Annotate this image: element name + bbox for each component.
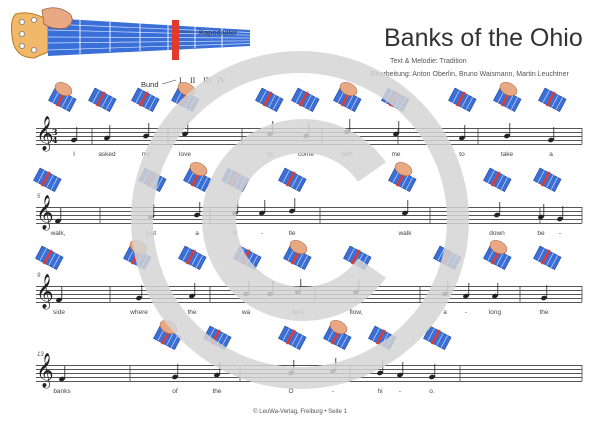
chord-fretboard-icon: [493, 82, 522, 112]
capo-bar: [172, 20, 179, 60]
chord-fretboard-icon: [483, 167, 512, 192]
lyric-syllable: a: [443, 309, 447, 316]
page-footer: © LeuWa-Verlag, Freiburg • Seite 1: [253, 409, 347, 415]
lyric-syllable: to: [267, 151, 273, 158]
lyric-syllable: ters: [292, 309, 304, 316]
chord-fretboard-icon: [35, 245, 64, 270]
lyric-syllable: O: [288, 388, 294, 395]
lyric-syllable: me: [391, 151, 401, 158]
note-head: [557, 216, 563, 222]
lyric-syllable: -: [260, 230, 264, 237]
chord-fretboard-icon: [483, 240, 512, 270]
lyric-syllable: long: [488, 309, 502, 316]
chord-fretboard-icon: [48, 82, 77, 112]
note-head: [59, 376, 65, 382]
note-head: [494, 212, 500, 218]
lyric-syllable: the: [212, 388, 222, 395]
treble-clef-icon: 𝄞: [36, 195, 54, 230]
lyric-syllable: with: [341, 151, 353, 158]
lyric-syllable: be: [537, 230, 545, 237]
treble-clef-icon: 𝄞: [36, 116, 54, 151]
treble-clef-icon: 𝄞: [36, 274, 54, 309]
chord-fretboard-icon: [33, 167, 62, 192]
lyric-syllable: walk,: [50, 230, 66, 237]
chord-fretboard-icon: [533, 245, 562, 270]
note-head: [504, 133, 510, 139]
lyric-syllable: wa: [241, 309, 251, 316]
capo-diagram: [11, 7, 251, 85]
lyric-syllable: -: [398, 388, 402, 395]
finger-hand-icon: [499, 82, 518, 97]
lyric-syllable: of: [172, 388, 178, 395]
lyric-syllable: the: [187, 309, 197, 316]
lyric-syllable: love: [179, 151, 191, 158]
lyric-syllable: -: [331, 388, 335, 395]
lyric-syllable: flow,: [349, 309, 363, 316]
lyric-syllable: where: [130, 309, 148, 316]
lyric-syllable: down: [489, 230, 505, 237]
hand-icon: [41, 7, 73, 29]
lyric-syllable: -: [464, 309, 468, 316]
capo-label: Kapodaster: [199, 28, 238, 37]
lyric-syllable: tle: [288, 230, 296, 237]
lyric-syllable: to: [459, 151, 465, 158]
note-head: [548, 137, 554, 143]
finger-hand-icon: [489, 240, 508, 255]
note-head: [71, 137, 77, 143]
note-head: [55, 218, 61, 224]
lyric-syllable: my: [141, 151, 151, 158]
note-head: [492, 293, 498, 299]
credit-arrangement: Bearbeitung: Anton Oberlin, Bruno Waisma…: [371, 71, 569, 78]
treble-clef-icon: 𝄞: [36, 353, 54, 388]
lyric-syllable: a: [549, 151, 553, 158]
lyric-syllable: I: [73, 151, 75, 158]
finger-hand-icon: [54, 82, 73, 97]
lyric-syllable: side: [53, 309, 65, 316]
note-head: [541, 295, 547, 301]
lyric-syllable: walk: [398, 230, 412, 237]
lyric-syllable: -: [268, 309, 272, 316]
measure-number: 5: [37, 194, 41, 200]
time-signature-top: 3: [52, 127, 58, 137]
chord-fretboard-icon: [88, 87, 117, 112]
lyric-syllable: -: [558, 230, 562, 237]
lyric-syllable: hi: [377, 388, 383, 395]
measure-number: 13: [37, 352, 44, 358]
note-head: [538, 214, 544, 220]
lyric-syllable: take: [500, 151, 514, 158]
lyric-syllable: asked: [98, 151, 116, 158]
time-signature-bottom: 4: [52, 135, 58, 145]
lyric-syllable: banks: [53, 388, 71, 395]
lyric-syllable: lit: [232, 230, 238, 237]
chord-fretboard-icon: [538, 87, 567, 112]
measure-number: 9: [37, 273, 41, 279]
lyric-syllable: come: [298, 151, 314, 158]
note-head: [104, 135, 110, 141]
guitar-headstock-icon: [11, 12, 49, 59]
lyric-syllable: o.: [429, 388, 435, 395]
lyric-syllable: the: [539, 309, 549, 316]
lyric-syllable: a: [195, 230, 199, 237]
note-head: [56, 297, 62, 303]
chord-fretboard-icon: [533, 167, 562, 192]
fretboard-icon: [47, 18, 251, 60]
song-title: Banks of the Ohio: [384, 24, 583, 52]
lyric-syllable: just: [145, 230, 157, 237]
